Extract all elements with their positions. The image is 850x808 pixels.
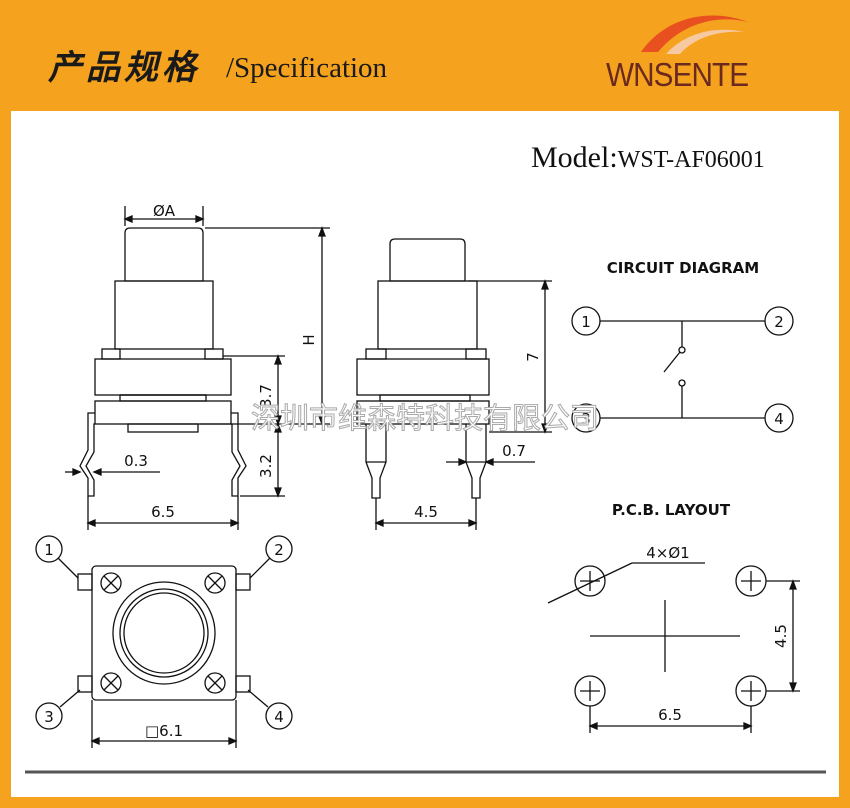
pcb-vertical-label: 4.5 [772,624,790,648]
top-view [35,535,293,748]
logo-text: WNSENTE [606,56,749,93]
top-pin-2-label: 2 [274,541,284,559]
header-title-en: /Specification [226,52,388,84]
dim-side-height-label: 7 [524,352,542,362]
dim-diameter-label: ØA [153,202,176,220]
circuit-terminal-4: 4 [774,410,784,428]
pcb-layout-title: P.C.B. LAYOUT [612,501,731,519]
watermark-text: 深圳市维森特科技有限公司 [251,401,599,435]
logo-swoosh-icon [641,15,748,54]
pcb-horizontal-label: 6.5 [658,706,682,724]
circuit-terminal-3: 3 [581,410,591,428]
circuit-diagram [571,306,794,433]
spec-panel: Model:WST-AF06001 [11,111,839,797]
dim-side-width-label: 4.5 [414,503,438,521]
dim-height-label: H [300,334,318,345]
top-pin-3-label: 3 [44,708,54,726]
model-value: WST-AF06001 [617,147,765,173]
circuit-terminal-1: 1 [581,313,591,331]
model-line: Model:WST-AF06001 [531,141,765,175]
dim-body-label: 3.7 [257,384,275,408]
top-pin-4-label: 4 [274,708,284,726]
side-view [356,238,552,530]
pcb-layout [547,562,800,733]
circuit-terminal-2: 2 [774,313,784,331]
dim-pin-label: 3.2 [257,454,275,478]
dim-pin-thickness-label: 0.3 [124,452,148,470]
dim-pin-width-label: 0.7 [502,442,526,460]
model-label: Model: [531,141,618,174]
dim-front-width-label: 6.5 [151,503,175,521]
dim-square-label: □6.1 [145,722,183,740]
circuit-diagram-title: CIRCUIT DIAGRAM [607,259,759,277]
front-view [65,206,330,530]
pcb-holes-label: 4×Ø1 [646,544,689,562]
header-title-cn: 产品规格 [48,48,200,88]
top-pin-1-label: 1 [44,541,54,559]
